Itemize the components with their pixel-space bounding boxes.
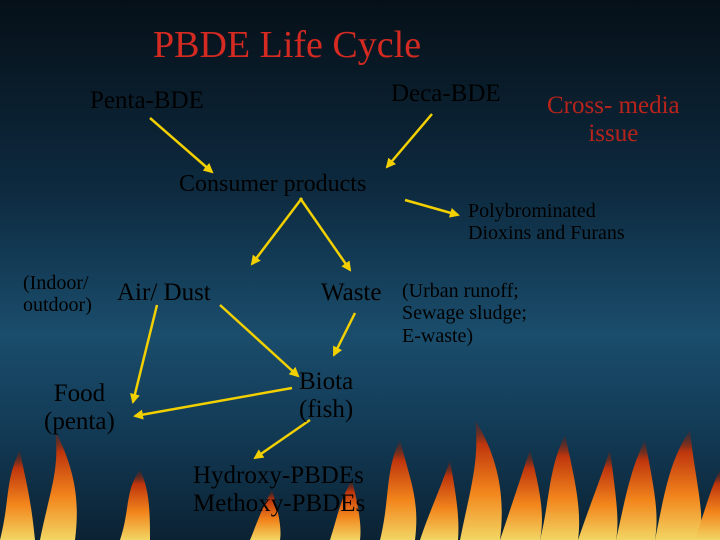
arrow-biota-to-metabolites bbox=[253, 418, 311, 460]
node-waste-sources: (Urban runoff; Sewage sludge; E-waste) bbox=[402, 280, 527, 347]
node-food: Food (penta) bbox=[44, 380, 115, 435]
arrow-waste-to-biota bbox=[332, 312, 357, 357]
arrow-consumer-to-dioxins bbox=[404, 198, 460, 218]
node-indoor-outdoor: (Indoor/ outdoor) bbox=[23, 272, 92, 317]
node-metabolites: Hydroxy-PBDEs Methoxy-PBDEs bbox=[193, 462, 366, 517]
node-dioxins-furans: Polybrominated Dioxins and Furans bbox=[468, 200, 625, 245]
node-penta-bde: Penta-BDE bbox=[90, 87, 204, 114]
arrow-penta-to-consumer bbox=[149, 117, 214, 174]
node-air-dust: Air/ Dust bbox=[117, 279, 211, 306]
arrow-air-to-food bbox=[130, 304, 159, 404]
node-consumer-products: Consumer products bbox=[179, 171, 367, 197]
node-biota: Biota (fish) bbox=[299, 368, 354, 423]
arrow-consumer-to-air bbox=[250, 197, 303, 266]
node-deca-bde: Deca-BDE bbox=[391, 80, 501, 107]
arrow-air-to-biota bbox=[219, 304, 300, 378]
flames-background bbox=[0, 420, 720, 540]
node-waste: Waste bbox=[321, 279, 382, 306]
arrow-biota-to-food bbox=[133, 386, 293, 420]
arrow-deca-to-consumer bbox=[385, 113, 433, 169]
page-title: PBDE Life Cycle bbox=[153, 24, 422, 66]
arrow-consumer-to-waste bbox=[298, 197, 352, 272]
node-cross-media-issue: Cross- media issue bbox=[547, 92, 680, 147]
